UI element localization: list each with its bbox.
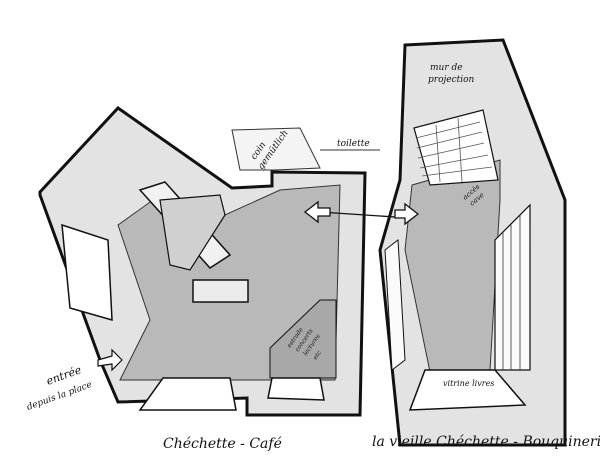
toilet-area <box>231 127 321 171</box>
kitchen-unit <box>159 194 226 271</box>
label-vitrine: vitrine livres <box>443 379 494 388</box>
label-mur-2: projection <box>428 75 475 85</box>
label-entree-2: depuis la place <box>26 380 94 413</box>
caption-cafe: Chéchette - Café <box>163 436 282 452</box>
bookshelves-right <box>494 203 531 371</box>
cafe-plan <box>38 106 380 417</box>
shop-window <box>408 369 527 411</box>
label-mur-1: mur de <box>430 63 463 73</box>
bookshelves-left <box>384 239 406 371</box>
cafe-window-left <box>61 223 113 322</box>
front-window-1 <box>138 377 237 411</box>
front-window-2 <box>267 377 325 401</box>
stage <box>269 299 337 379</box>
caption-bouquinerie: la vieille Chéchette - Bouquinerie <box>372 434 600 450</box>
staircase <box>413 109 499 186</box>
label-estrade-4: etc <box>312 349 323 361</box>
entrance-arrow-icon <box>97 348 123 372</box>
counter-block <box>192 279 249 303</box>
bookshop-plan <box>378 38 567 447</box>
connection-arrow-icon <box>303 200 420 226</box>
label-toilette: toilette <box>337 139 370 149</box>
